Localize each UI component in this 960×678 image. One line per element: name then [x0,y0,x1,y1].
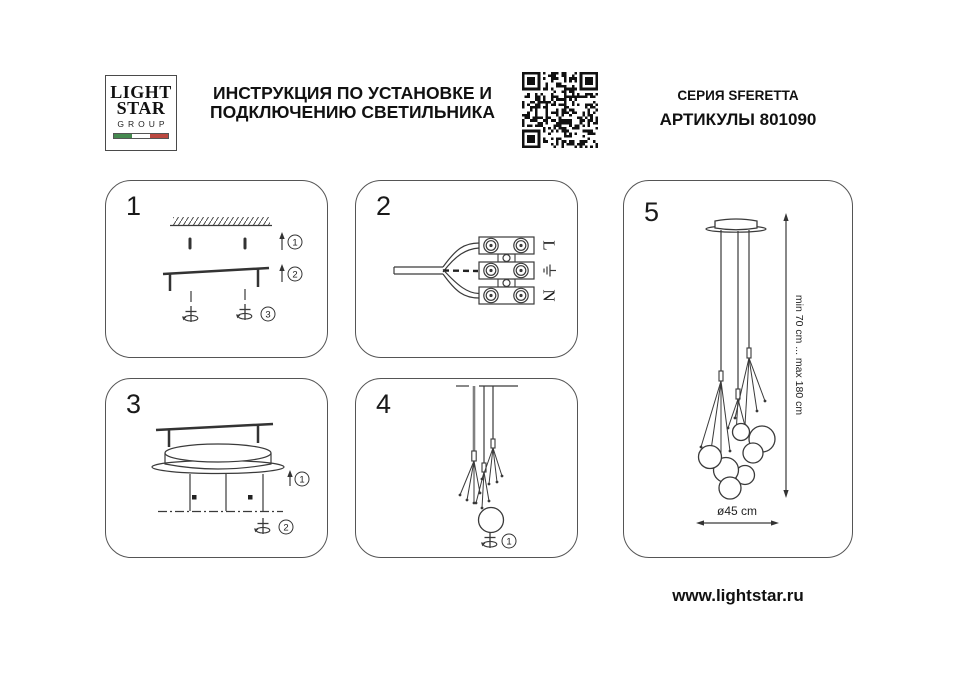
step4-callout-1: 1 [506,536,511,547]
ceiling-canopy [705,218,767,233]
series-label: СЕРИЯ SFERETTA [677,88,799,103]
screw-rotation-icon [253,517,271,535]
fixing-studs [158,474,283,513]
step4-panel: 4 [355,378,578,558]
screws [190,289,246,302]
arrow-up-icon [279,232,285,250]
step1-callout-2: 2 [292,269,297,280]
step3-callout-2: 2 [283,522,288,533]
terminal-screws [483,237,529,304]
step4-diagram-globe-assembly: 1 [456,385,518,549]
step1-panel: 1 1 [105,180,328,358]
step5-diagram-full-fixture: min 70 cm ... max 180 cm ø45 cm [696,213,805,526]
logo-text-light: LIGHT [110,82,172,102]
step4-number: 4 [376,389,392,419]
step1-number: 1 [126,191,142,221]
glass-globe [477,506,505,534]
step3-number: 3 [126,389,142,419]
wire-earth [442,269,479,273]
article-number: АРТИКУЛЫ 801090 [659,110,817,129]
screw-rotation-icon [181,305,199,323]
page-title-line1: ИНСТРУКЦИЯ ПО УСТАНОВКЕ И [213,83,492,103]
screw-rotation-icon [235,303,253,321]
height-dimension [783,213,789,498]
arrow-up-icon [287,470,293,486]
step5-panel: 5 [623,180,853,558]
diameter-dimension [696,520,779,526]
wire-live [442,242,480,273]
terminal-block [478,236,535,305]
logo-text-star: STAR [116,98,166,118]
step3-diagram-canopy: 1 2 [151,422,310,535]
step5-number: 5 [644,197,660,227]
diameter-dimension-label: ø45 cm [717,504,757,518]
label-live: L [540,240,559,250]
website-url: www.lightstar.ru [672,586,804,605]
screw-rotation-icon [480,531,498,549]
step2-panel: 2 [355,180,578,358]
step2-diagram-wiring: L N [393,236,559,305]
step2-number: 2 [376,191,392,221]
italian-flag-icon [113,133,169,139]
wire-neutral [442,269,480,299]
page-title: ИНСТРУКЦИЯ ПО УСТАНОВКЕ И ПОДКЛЮЧЕНИЮ СВ… [180,84,525,122]
step1-callout-3: 3 [265,309,270,320]
cord-cones [458,447,504,510]
canopy-body [151,443,285,475]
page-title-line2: ПОДКЛЮЧЕНИЮ СВЕТИЛЬНИКА [210,102,495,122]
step3-panel: 3 [105,378,328,558]
logo-text-group: GROUP [117,119,169,129]
mains-cable [393,266,443,275]
step1-callout-1: 1 [292,237,297,248]
lightstar-logo: LIGHT STAR GROUP [105,75,177,151]
ceiling-hatch [170,217,272,227]
label-neutral: N [540,289,559,301]
arrow-up-icon [279,264,285,282]
step1-diagram-bracket-mounting: 1 2 3 [162,217,303,323]
height-dimension-label: min 70 cm ... max 180 cm [793,295,805,415]
earth-symbol-icon [543,264,556,277]
product-info: СЕРИЯ SFERETTA АРТИКУЛЫ 801090 [623,88,853,130]
suspension-cords [718,230,752,400]
qr-code [522,72,598,148]
wall-plugs [188,237,247,250]
step3-callout-1: 1 [299,474,304,485]
mounting-bracket [155,422,274,447]
suspension-cords [471,386,496,473]
mounting-bracket [162,266,270,291]
globe-cluster [697,422,776,500]
